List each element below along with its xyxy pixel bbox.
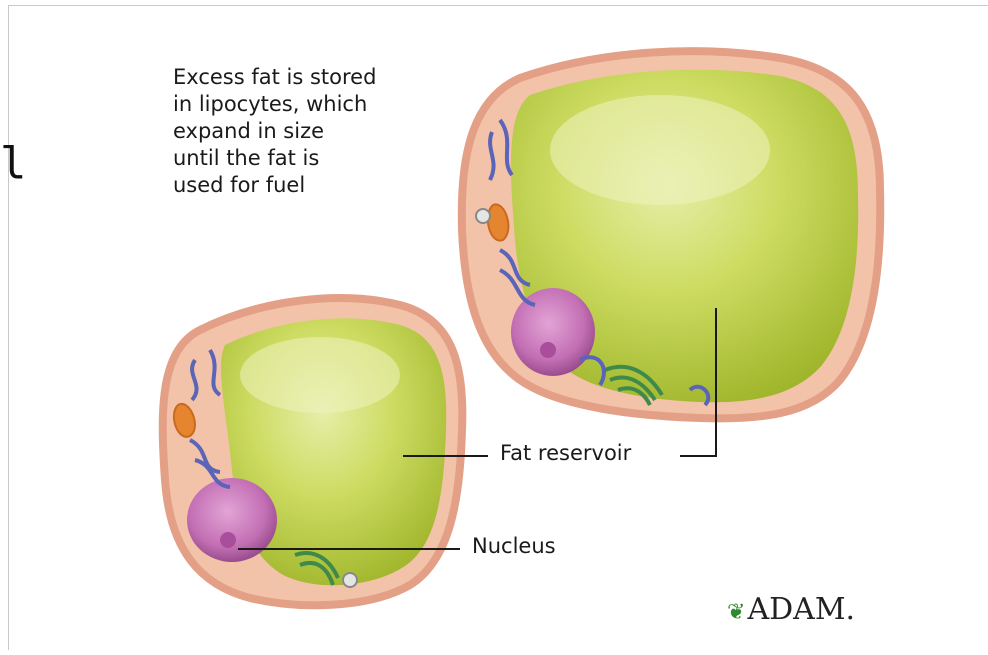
adam-logo: ❦ADAM. <box>727 592 855 627</box>
large-nucleolus <box>540 342 556 358</box>
caption-text: Excess fat is stored in lipocytes, which… <box>173 64 443 199</box>
caption-line: until the fat is <box>173 145 443 172</box>
small-nucleolus <box>220 532 236 548</box>
adam-leaf-icon: ❦ <box>727 600 745 625</box>
caption-line: in lipocytes, which <box>173 91 443 118</box>
adam-logo-text: ADAM. <box>747 592 855 627</box>
large-lipocyte <box>462 51 880 418</box>
large-vesicle <box>476 209 490 223</box>
small-lipocyte <box>163 298 463 605</box>
small-vesicle <box>343 573 357 587</box>
large-fat-highlight <box>550 95 770 205</box>
fat-reservoir-label: Fat reservoir <box>500 441 631 465</box>
nucleus-label: Nucleus <box>472 534 556 558</box>
caption-line: used for fuel <box>173 172 443 199</box>
caption-line: expand in size <box>173 118 443 145</box>
small-fat-highlight <box>240 337 400 413</box>
caption-line: Excess fat is stored <box>173 64 443 91</box>
